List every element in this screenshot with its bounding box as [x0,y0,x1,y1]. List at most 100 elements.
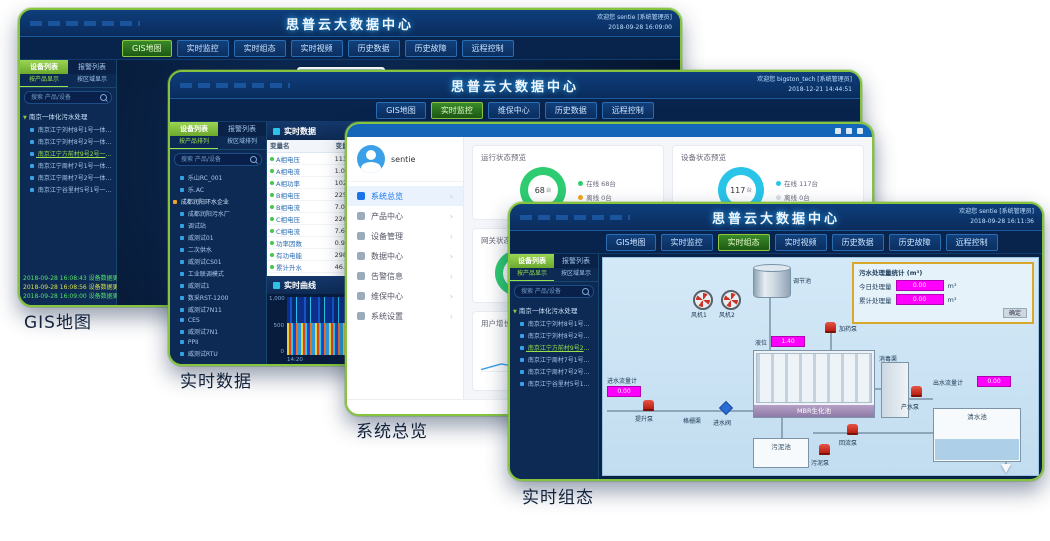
nav-tab[interactable]: 远程控制 [601,101,654,119]
clear-water-tank[interactable]: 清水池 [933,408,1021,462]
sidebar-menu-item[interactable]: 数据中心 › [347,246,463,266]
tree-item-device[interactable]: 南京江宁周村7号2号一体化设备 [23,171,113,183]
sidebar-menu-item[interactable]: 产品中心 › [347,206,463,226]
settings-icon[interactable] [857,127,863,134]
nav-tab[interactable]: 实时监控 [176,39,229,57]
total-value: 0.00 [895,280,944,291]
dosing-pump-icon[interactable] [825,322,836,331]
tree-item-device[interactable]: 南京江宁方前村9号2号一体化设备 [23,147,113,159]
alarm-list-tab[interactable]: 报警列表 [218,122,266,136]
nav-tab[interactable]: 远程控制 [945,233,998,251]
sub-tab-product[interactable]: 按产品显示 [510,268,554,281]
tree-item-device[interactable]: CES [173,315,263,325]
search-box[interactable] [24,91,112,104]
nav-tab[interactable]: 历史故障 [404,39,457,57]
tree-item-device[interactable]: 成都润阳污水厂 [173,207,263,219]
regulating-tank[interactable] [753,264,791,298]
search-input[interactable] [29,93,97,102]
sub-tab-product[interactable]: 按产品排列 [170,136,218,149]
blower-fan-2-icon[interactable] [721,290,741,310]
tree-item-device[interactable]: 成都润阳环水企业 [173,195,263,207]
tree-item-device[interactable]: 乐.AC [173,183,263,195]
inlet-valve-icon[interactable] [718,400,734,416]
user-avatar[interactable] [357,145,385,173]
search-icon[interactable] [100,94,107,101]
clear-water-label: 清水池 [967,413,987,421]
tree-item-device[interactable]: 南京江宁刘村8号1号一体化设备 [23,123,113,135]
tree-item-device[interactable]: 南京江宁谷里村5号1号一体化设备 [23,183,113,195]
tree-item-device[interactable]: 南京江宁谷里村5号1号一体化设备 [513,377,595,389]
tree-root[interactable]: ▼南京一体化污水处理 [23,113,88,121]
nav-tab[interactable]: 实时监控 [660,233,713,251]
sludge-tank[interactable]: 污泥池 [753,438,809,468]
tree-item-device[interactable]: 南京江宁刘村8号2号一体化设备 [23,135,113,147]
nav-tab[interactable]: 实时组态 [233,39,286,57]
search-input[interactable] [519,287,579,296]
sidebar-menu-item[interactable]: 维保中心 › [347,286,463,306]
tree-item-device[interactable]: 南京江宁方前村9号2号一体化设备 [513,341,595,353]
nav-tab[interactable]: 实时视频 [290,39,343,57]
search-icon[interactable] [250,156,257,163]
device-list-tab[interactable]: 设备列表 [20,60,68,74]
tree-item-device[interactable]: PPII [173,337,263,347]
device-list-tab[interactable]: 设备列表 [510,254,554,268]
nav-tab[interactable]: 历史数据 [544,101,597,119]
device-list-tab[interactable]: 设备列表 [170,122,218,136]
sub-tab-area[interactable]: 按区域排列 [226,138,257,145]
alarm-list-tab[interactable]: 报警列表 [554,254,598,268]
tree-item-device[interactable]: 南京江宁周村7号1号一体化设备 [23,159,113,171]
nav-tab[interactable]: 历史数据 [831,233,884,251]
tree-item-device[interactable]: 威测试1 [173,279,263,291]
message-icon[interactable] [835,127,841,134]
nav-tab[interactable]: 历史故障 [888,233,941,251]
tree-item-device[interactable]: 二次供水 [173,243,263,255]
reflux-pump-icon[interactable] [847,424,858,433]
tree-item-device[interactable]: 南京江宁刘村8号2号一体化设备 [513,329,595,341]
nav-tab[interactable]: 历史数据 [347,39,400,57]
tree-root[interactable]: ▼南京一体化污水处理 [513,307,578,315]
sidebar-menu-item[interactable]: 系统设置 › [347,306,463,326]
sub-tab-area[interactable]: 按区域显示 [560,270,591,277]
lift-pump-icon[interactable] [643,400,654,409]
disinfection-channel[interactable] [881,362,909,418]
menu-item-icon [357,272,365,280]
blower-fan-1-icon[interactable] [693,290,713,310]
confirm-button[interactable]: 确定 [1002,308,1027,318]
product-pump-icon[interactable] [911,386,922,395]
nav-tab[interactable]: 实时视频 [774,233,827,251]
device-sidebar: 设备列表 报警列表 按产品显示 按区域显示 ▼南京一体化污水处理 [20,60,125,305]
nav-tab[interactable]: 实时组态 [717,233,770,251]
mbr-tank[interactable]: MBR生化池 [753,350,875,418]
tree-item-device[interactable]: 威测试01 [173,231,263,243]
nav-tab[interactable]: 维保中心 [487,101,540,119]
sidebar-menu-item[interactable]: 设备管理 › [347,226,463,246]
nav-tab[interactable]: GIS地图 [606,233,656,251]
alarm-list-tab[interactable]: 报警列表 [68,60,116,74]
sludge-pump-icon[interactable] [819,444,830,453]
tree-item-device[interactable]: 乐山RC_001 [173,171,263,183]
tree-item-device[interactable]: 南京江宁刘村8号1号一体化设备 [513,317,595,329]
sidebar-menu-item[interactable]: 系统总览 › [347,186,463,206]
search-input[interactable] [179,155,247,164]
tree-item-device[interactable]: 工业联调模式 [173,267,263,279]
nav-tab[interactable]: GIS地图 [376,101,426,119]
tree-item-device[interactable]: 威测试7N11 [173,303,263,315]
tree-item-device[interactable]: 威测试RTU [173,347,263,359]
tree-item-device[interactable]: 南京江宁周村7号2号一体化设备 [513,365,595,377]
app-title: 思普云大数据中心 [450,79,579,95]
nav-tab[interactable]: GIS地图 [122,39,172,57]
sidebar-menu-item[interactable]: 告警信息 › [347,266,463,286]
nav-tab[interactable]: 远程控制 [461,39,514,57]
tree-item-device[interactable]: 南京江宁周村7号1号一体化设备 [513,353,595,365]
sub-tab-product[interactable]: 按产品显示 [20,74,68,87]
nav-tab[interactable]: 实时监控 [430,101,483,119]
bell-icon[interactable] [846,127,852,134]
sub-tab-area[interactable]: 按区域显示 [76,76,107,83]
search-box[interactable] [514,285,594,298]
tree-item-device[interactable]: 数采RST-1200 [173,291,263,303]
search-box[interactable] [174,153,262,166]
tree-item-device[interactable]: 调试站 [173,219,263,231]
tree-item-device[interactable]: 威测试CS01 [173,255,263,267]
tree-item-device[interactable]: 威测试7N1 [173,325,263,337]
search-icon[interactable] [582,288,589,295]
